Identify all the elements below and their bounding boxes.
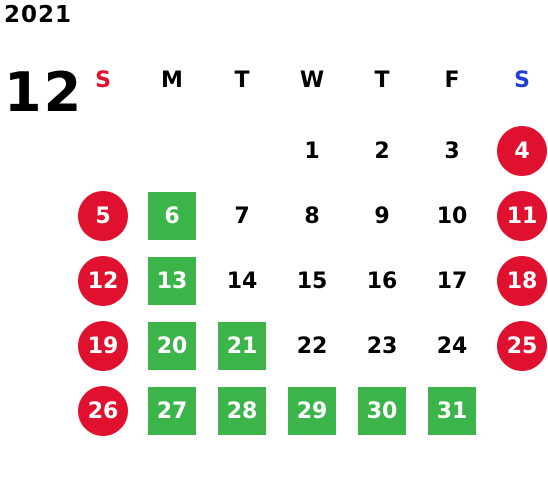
day-number: 2: [374, 138, 390, 164]
year-label: 2021: [4, 2, 73, 28]
day-cell: 26: [73, 386, 133, 436]
day-number: 21: [218, 322, 266, 370]
day-cell: 12: [73, 256, 133, 306]
day-cell: 28: [212, 386, 272, 436]
day-cell: 9: [352, 191, 412, 241]
weekday-label: T: [374, 68, 390, 93]
day-cell: 4: [492, 126, 548, 176]
day-number: 15: [296, 268, 328, 294]
day-number: 6: [148, 192, 196, 240]
day-cell: 10: [422, 191, 482, 241]
day-number: 18: [497, 256, 547, 306]
day-cell: 30: [352, 386, 412, 436]
day-cell: 17: [422, 256, 482, 306]
day-cell: 16: [352, 256, 412, 306]
day-number: 9: [374, 203, 390, 229]
day-number: 13: [148, 257, 196, 305]
weekday-label: T: [234, 68, 250, 93]
day-cell: 23: [352, 321, 412, 371]
day-cell: 27: [142, 386, 202, 436]
day-number: 24: [436, 333, 468, 359]
day-number: 28: [218, 387, 266, 435]
day-number: 27: [148, 387, 196, 435]
day-number: 12: [78, 256, 128, 306]
month-label: 12: [4, 61, 84, 124]
day-number: 16: [366, 268, 398, 294]
day-cell: 22: [282, 321, 342, 371]
day-number: 7: [234, 203, 250, 229]
day-cell: 8: [282, 191, 342, 241]
day-number: 20: [148, 322, 196, 370]
day-number: 22: [296, 333, 328, 359]
day-cell: 6: [142, 191, 202, 241]
day-cell: 29: [282, 386, 342, 436]
day-cell: 1: [282, 126, 342, 176]
day-cell: 11: [492, 191, 548, 241]
day-cell: 20: [142, 321, 202, 371]
weekday-label: W: [299, 68, 325, 93]
day-number: 26: [78, 386, 128, 436]
day-number: 11: [497, 191, 547, 241]
day-number: 5: [78, 191, 128, 241]
day-cell: 18: [492, 256, 548, 306]
day-number: 19: [78, 321, 128, 371]
day-cell: 24: [422, 321, 482, 371]
day-number: 8: [304, 203, 320, 229]
day-cell: 14: [212, 256, 272, 306]
day-number: 1: [304, 138, 320, 164]
weekday-label: S: [514, 68, 530, 93]
day-number: 31: [428, 387, 476, 435]
day-number: 29: [288, 387, 336, 435]
day-cell: 21: [212, 321, 272, 371]
day-cell: 19: [73, 321, 133, 371]
weekday-label: S: [95, 68, 111, 93]
day-cell: 13: [142, 256, 202, 306]
day-number: 4: [497, 126, 547, 176]
weekday-label: F: [444, 68, 460, 93]
day-number: 10: [436, 203, 468, 229]
day-number: 30: [358, 387, 406, 435]
day-cell: 31: [422, 386, 482, 436]
day-cell: 2: [352, 126, 412, 176]
day-number: 25: [497, 321, 547, 371]
day-number: 3: [444, 138, 460, 164]
weekday-label: M: [161, 68, 183, 93]
day-cell: 3: [422, 126, 482, 176]
day-number: 23: [366, 333, 398, 359]
day-cell: 25: [492, 321, 548, 371]
day-cell: 5: [73, 191, 133, 241]
day-number: 17: [436, 268, 468, 294]
day-number: 14: [226, 268, 258, 294]
day-cell: 7: [212, 191, 272, 241]
day-cell: 15: [282, 256, 342, 306]
